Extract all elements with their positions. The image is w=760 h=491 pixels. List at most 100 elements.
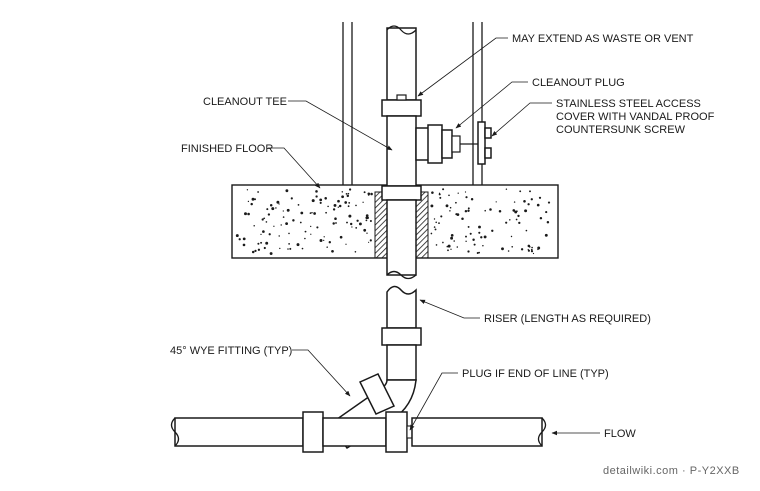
aggregate-dot xyxy=(273,225,275,227)
aggregate-dot xyxy=(473,243,476,246)
aggregate-dot xyxy=(280,224,282,226)
aggregate-dot xyxy=(449,206,452,209)
aggregate-dot xyxy=(332,208,336,211)
label-access-cover-line3: COUNTERSUNK SCREW xyxy=(556,124,686,136)
aggregate-dot xyxy=(445,204,449,208)
aggregate-dot xyxy=(519,190,522,193)
aggregate-dot xyxy=(442,188,445,191)
aggregate-dot xyxy=(235,234,239,238)
aggregate-dot xyxy=(465,196,468,199)
aggregate-dot xyxy=(319,198,323,202)
aggregate-dot xyxy=(447,249,449,252)
cleanout-tee xyxy=(381,94,461,201)
aggregate-dot xyxy=(457,192,459,194)
aggregate-dot xyxy=(254,249,257,253)
aggregate-dot xyxy=(260,233,262,236)
label-waste-vent: MAY EXTEND AS WASTE OR VENT xyxy=(512,33,694,45)
aggregate-dot xyxy=(478,231,481,234)
aggregate-dot xyxy=(311,199,315,203)
aggregate-dot xyxy=(263,246,266,250)
aggregate-dot xyxy=(363,228,367,232)
label-riser: RISER (LENGTH AS REQUIRED) xyxy=(484,313,651,325)
aggregate-dot xyxy=(310,225,312,228)
aggregate-dot xyxy=(520,248,524,251)
aggregate-dot xyxy=(278,235,280,237)
aggregate-dot xyxy=(498,209,502,213)
aggregate-dot xyxy=(345,193,348,195)
aggregate-dot xyxy=(449,210,451,212)
aggregate-dot xyxy=(366,216,369,220)
aggregate-dot xyxy=(349,222,353,226)
aggregate-dot xyxy=(453,240,455,242)
aggregate-dot xyxy=(327,205,329,208)
aggregate-dot xyxy=(515,218,518,221)
aggregate-dot xyxy=(247,212,250,216)
aggregate-dot xyxy=(292,219,295,222)
aggregate-dot xyxy=(268,233,271,236)
aggregate-dot xyxy=(544,233,548,237)
aggregate-dot xyxy=(355,204,357,207)
label-cleanout-tee: CLEANOUT TEE xyxy=(203,96,287,108)
aggregate-dot xyxy=(464,209,468,213)
aggregate-dot xyxy=(290,197,293,200)
aggregate-dot xyxy=(489,208,492,211)
aggregate-dot xyxy=(344,201,348,204)
aggregate-dot xyxy=(438,193,441,196)
aggregate-dot xyxy=(309,212,312,214)
aggregate-dot xyxy=(505,188,508,190)
aggregate-dot xyxy=(525,229,528,232)
aggregate-dot xyxy=(282,210,284,212)
aggregate-dot xyxy=(316,226,319,229)
aggregate-dot xyxy=(483,235,487,239)
aggregate-dot xyxy=(369,239,372,242)
aggregate-dot xyxy=(328,241,331,244)
aggregate-dot xyxy=(335,222,337,224)
aggregate-dot xyxy=(347,192,350,195)
aggregate-dot xyxy=(527,248,529,251)
aggregate-dot xyxy=(341,191,344,193)
concrete-aggregate xyxy=(235,188,551,256)
aggregate-dot xyxy=(532,252,535,255)
aggregate-dot xyxy=(285,222,288,226)
aggregate-dot xyxy=(311,211,313,214)
aggregate-dot xyxy=(266,208,269,211)
aggregate-dot xyxy=(299,221,302,224)
aggregate-dot xyxy=(319,239,323,242)
aggregate-dot xyxy=(472,238,475,242)
label-cleanout-plug: CLEANOUT PLUG xyxy=(532,77,625,89)
aggregate-dot xyxy=(334,217,337,220)
aggregate-dot xyxy=(242,237,246,241)
aggregate-dot xyxy=(251,250,255,254)
aggregate-dot xyxy=(517,214,520,218)
aggregate-dot xyxy=(545,211,548,214)
label-finished-floor: FINISHED FLOOR xyxy=(181,143,273,155)
aggregate-dot xyxy=(484,209,486,212)
aggregate-dot xyxy=(509,219,511,221)
horizontal-main xyxy=(170,411,547,453)
aggregate-dot xyxy=(537,246,541,250)
aggregate-dot xyxy=(251,197,255,201)
aggregate-dot xyxy=(547,201,551,204)
aggregate-dot xyxy=(511,245,514,248)
aggregate-dot xyxy=(262,230,265,233)
aggregate-dot xyxy=(518,221,521,225)
aggregate-dot xyxy=(527,203,530,206)
aggregate-dot xyxy=(365,214,369,217)
aggregate-dot xyxy=(470,198,474,201)
aggregate-dot xyxy=(438,222,440,224)
aggregate-dot xyxy=(355,227,358,229)
pipe-sleeve-left xyxy=(374,191,388,259)
vent-pipe xyxy=(386,25,417,101)
aggregate-dot xyxy=(338,204,342,208)
aggregate-dot xyxy=(348,214,352,218)
aggregate-dot xyxy=(467,225,470,228)
aggregate-dot xyxy=(365,219,368,222)
riser-pipe xyxy=(381,285,422,381)
aggregate-dot xyxy=(254,198,256,201)
aggregate-dot xyxy=(455,213,458,216)
aggregate-dot xyxy=(363,191,366,194)
aggregate-dot xyxy=(323,239,325,242)
aggregate-dot xyxy=(456,246,459,248)
access-cover xyxy=(460,121,492,165)
